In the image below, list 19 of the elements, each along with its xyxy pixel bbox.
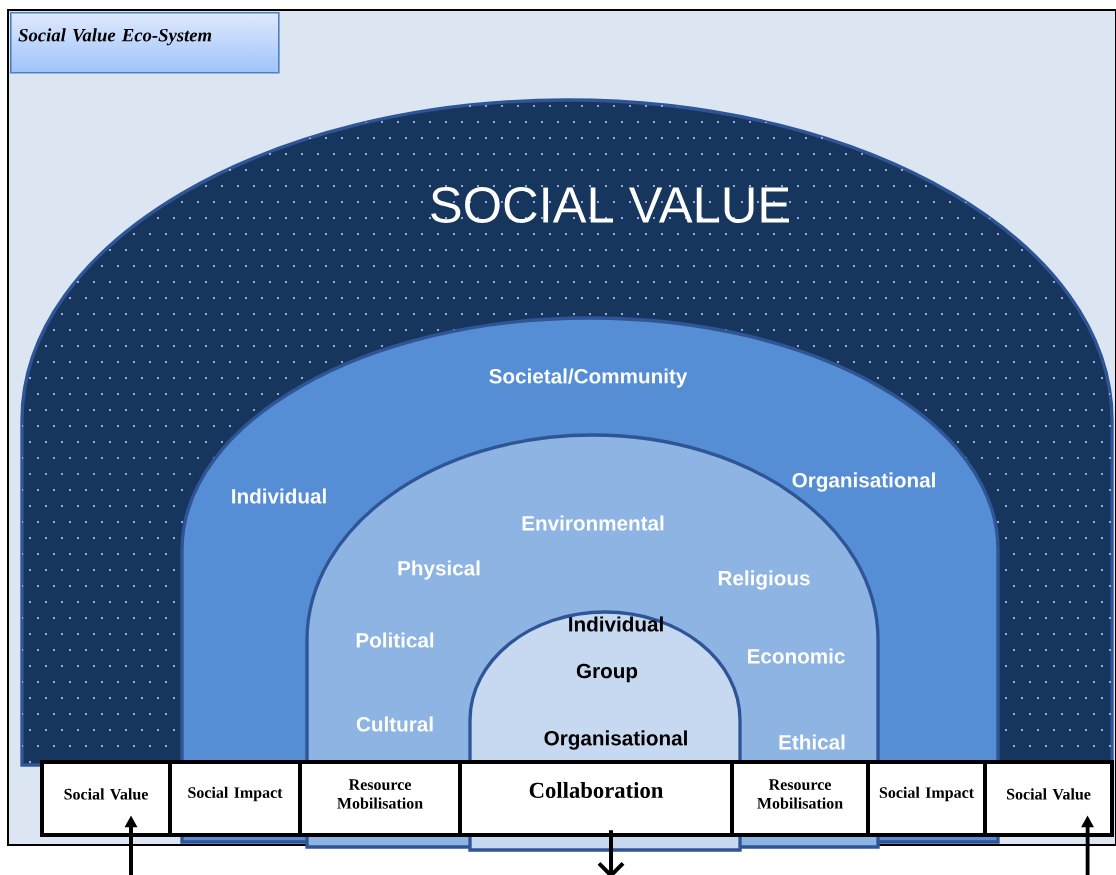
band-label: Individual	[232, 488, 326, 504]
band-label: Organisational	[792, 472, 935, 492]
band-label: Environmental	[522, 515, 664, 531]
label-box: Social Value	[983, 760, 1114, 837]
band-label: Economic	[748, 648, 845, 664]
band-label: SOCIAL VALUE	[431, 187, 789, 223]
label-box: Social Impact	[168, 760, 302, 837]
band-label: Religious	[718, 570, 810, 590]
band-label: Cultural	[356, 716, 433, 732]
band-label: Physical	[398, 560, 480, 580]
title-box: Social Value Eco-System	[10, 12, 280, 74]
arrow	[597, 830, 625, 875]
band-label: Ethical	[779, 734, 845, 750]
band-label: Group	[576, 663, 638, 683]
band-label: Societal/Community	[489, 368, 688, 388]
band-label: Political	[356, 632, 434, 648]
label-box: Social Value	[40, 760, 172, 837]
band-label: Individual	[569, 616, 663, 632]
band-label: Organisational	[544, 730, 687, 750]
